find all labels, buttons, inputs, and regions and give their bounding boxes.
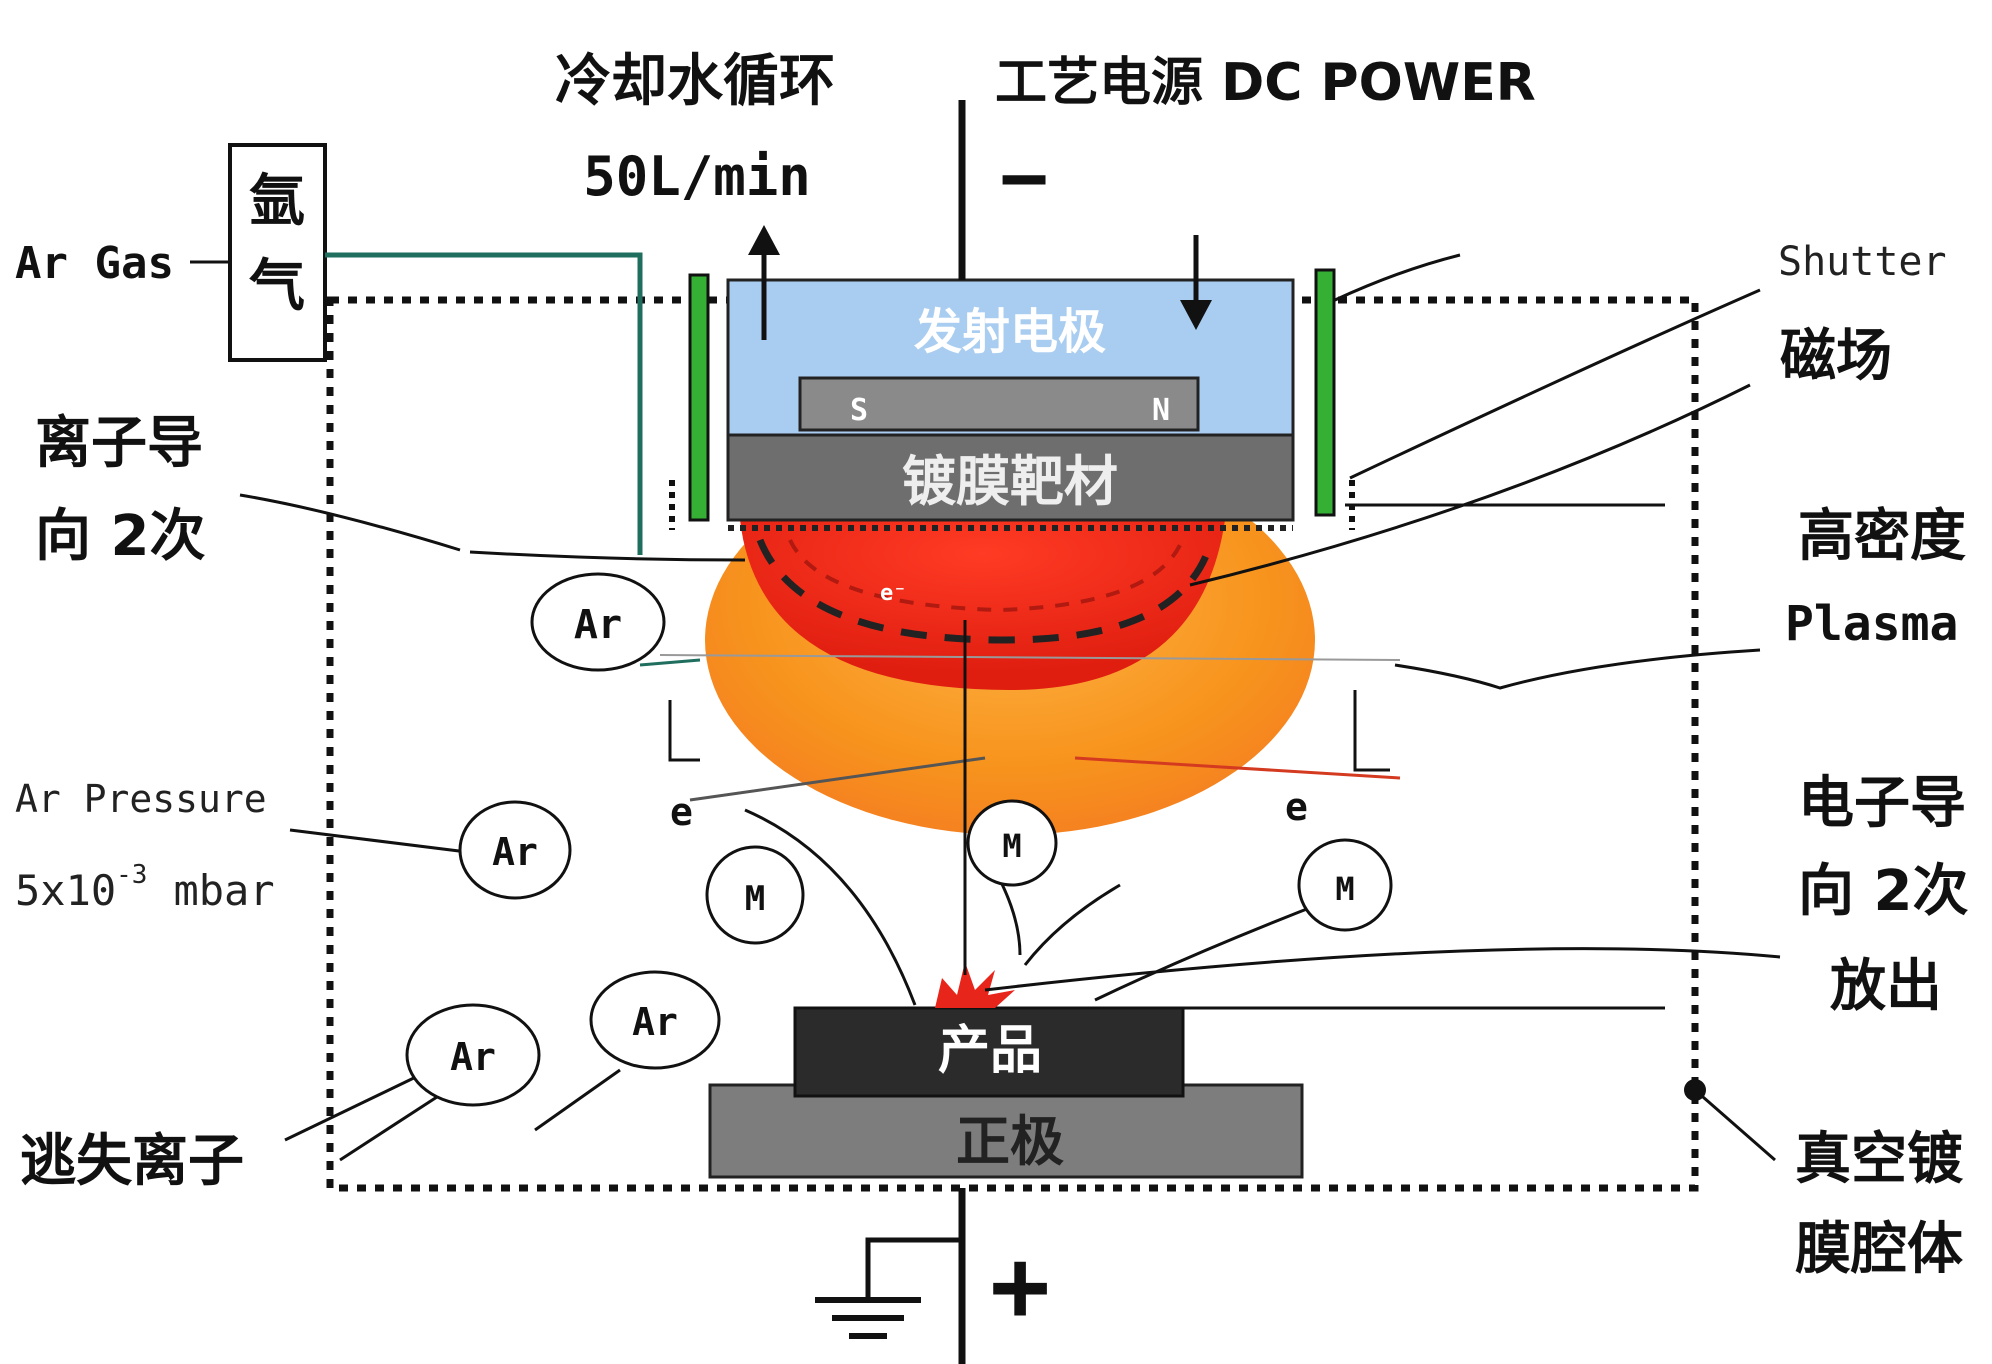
cooling-water-in-arrowhead: [1180, 300, 1212, 330]
electron-guide-label-2: 向 2次: [1798, 859, 1968, 924]
pressure-value-label: 5x10-3 mbar: [15, 860, 275, 915]
argon-ion-bubble-3: Ar: [405, 1003, 541, 1107]
release-label: 放出: [1830, 954, 1942, 1019]
anode-label: 正极: [956, 1110, 1064, 1173]
leader-release: [984, 947, 1781, 992]
metal-trajectory-1: [744, 808, 917, 1006]
target-label: 镀膜靶材: [902, 450, 1118, 513]
vacuum-chamber-label: 真空镀: [1795, 1127, 1964, 1192]
argon-gas-label: Ar Gas: [15, 238, 174, 289]
leader-ion-guide: [239, 493, 461, 552]
argon-gas-cn-1: 氩: [249, 169, 305, 234]
argon-gas-pipe-outlet: [639, 658, 701, 667]
vacuum-chamber-dot: [1684, 1079, 1706, 1101]
magnetic-field-label: 磁场: [1780, 324, 1892, 389]
metal-trajectory-2: [998, 879, 1022, 956]
product-label: 产品: [938, 1021, 1042, 1081]
leader-magnetic-field: [1349, 288, 1761, 480]
leader-shutter: [1334, 253, 1461, 302]
metal-atom-bubble-1: M: [705, 845, 805, 945]
electron-path-left: [668, 700, 700, 762]
ground-wire: [865, 1237, 962, 1300]
pressure-exponent: -3: [116, 860, 147, 890]
vacuum-chamber-boundary: [326, 296, 1699, 1192]
target-block: [726, 433, 1295, 522]
svg-text:Ar: Ar: [632, 1000, 678, 1044]
flow-rate-label: 50L/min: [583, 145, 811, 208]
power-plus-sign: +: [990, 1227, 1050, 1344]
leader-plasma: [1394, 648, 1761, 690]
leader-high-density: [1189, 383, 1751, 587]
electron-right-label: e: [1285, 785, 1308, 829]
electron-guide-label: 电子导: [1798, 771, 1966, 836]
svg-text:Ar: Ar: [450, 1035, 496, 1079]
magnet-n-label: N: [1152, 393, 1170, 428]
ion-guide-label-2: 向 2次: [35, 504, 205, 569]
shutter-left: [688, 273, 710, 522]
magnet-bar: [798, 376, 1200, 432]
pressure-unit: mbar: [173, 866, 274, 915]
plasma-electron-label: e⁻: [880, 581, 907, 606]
metal-trajectory-3: [1023, 883, 1121, 966]
svg-text:Ar: Ar: [574, 602, 622, 648]
shutter-label: Shutter: [1778, 239, 1947, 285]
cathode-label: 发射电极: [914, 304, 1106, 360]
cooling-water-out-arrowhead: [748, 225, 780, 255]
plasma-boundary-line: [659, 654, 1401, 661]
electron-trajectory-1: [689, 756, 986, 802]
svg-text:Ar: Ar: [492, 830, 538, 874]
leader-ar-pressure: [289, 828, 476, 855]
sputter-spark-icon: [935, 962, 1015, 1008]
argon-gas-box: [228, 143, 327, 362]
power-supply-label: 工艺电源 DC POWER: [995, 53, 1536, 113]
shutter-right: [1314, 268, 1336, 517]
electron-left-label: e: [670, 790, 693, 834]
argon-gas-cn-2: 气: [249, 254, 305, 319]
cooling-water-label: 冷却水循环: [555, 49, 835, 114]
metal-trajectory-4: [1094, 898, 1331, 1002]
high-density-label: 高密度: [1798, 504, 1966, 569]
ion-guide-label: 离子导: [35, 411, 203, 476]
metal-atom-bubble-2: M: [966, 799, 1058, 887]
electron-path-right: [1353, 690, 1390, 772]
argon-ion-bubble-2: Ar: [458, 800, 572, 900]
leader-vacuum-chamber: [1694, 1088, 1776, 1162]
pressure-base: 5x10: [15, 866, 116, 915]
metal-atom-bubble-3: M: [1297, 838, 1393, 932]
electron-trajectory-2: [1074, 756, 1401, 780]
vacuum-chamber-label-2: 膜腔体: [1795, 1217, 1963, 1282]
leader-lost-ions-3: [534, 1068, 621, 1132]
plasma-core: [740, 520, 1225, 690]
power-minus-sign: −: [1000, 131, 1048, 224]
lost-ions-label: 逃失离子: [20, 1129, 244, 1194]
leader-lost-ions-1: [284, 1073, 421, 1142]
leader-lost-ions-2: [339, 1093, 441, 1162]
ar-pressure-label: Ar Pressure: [15, 777, 267, 821]
plasma-label: Plasma: [1785, 596, 1958, 652]
leader-ion-guide-2: [469, 550, 746, 562]
svg-text:M: M: [1335, 870, 1354, 908]
argon-gas-pipe: [325, 252, 643, 555]
svg-text:M: M: [1002, 827, 1021, 865]
svg-text:M: M: [745, 879, 765, 919]
argon-ion-bubble-1: Ar: [530, 572, 666, 672]
magnet-s-label: S: [850, 393, 868, 428]
magnetic-field-line: [756, 538, 1214, 644]
argon-ion-bubble-4: Ar: [589, 970, 721, 1070]
